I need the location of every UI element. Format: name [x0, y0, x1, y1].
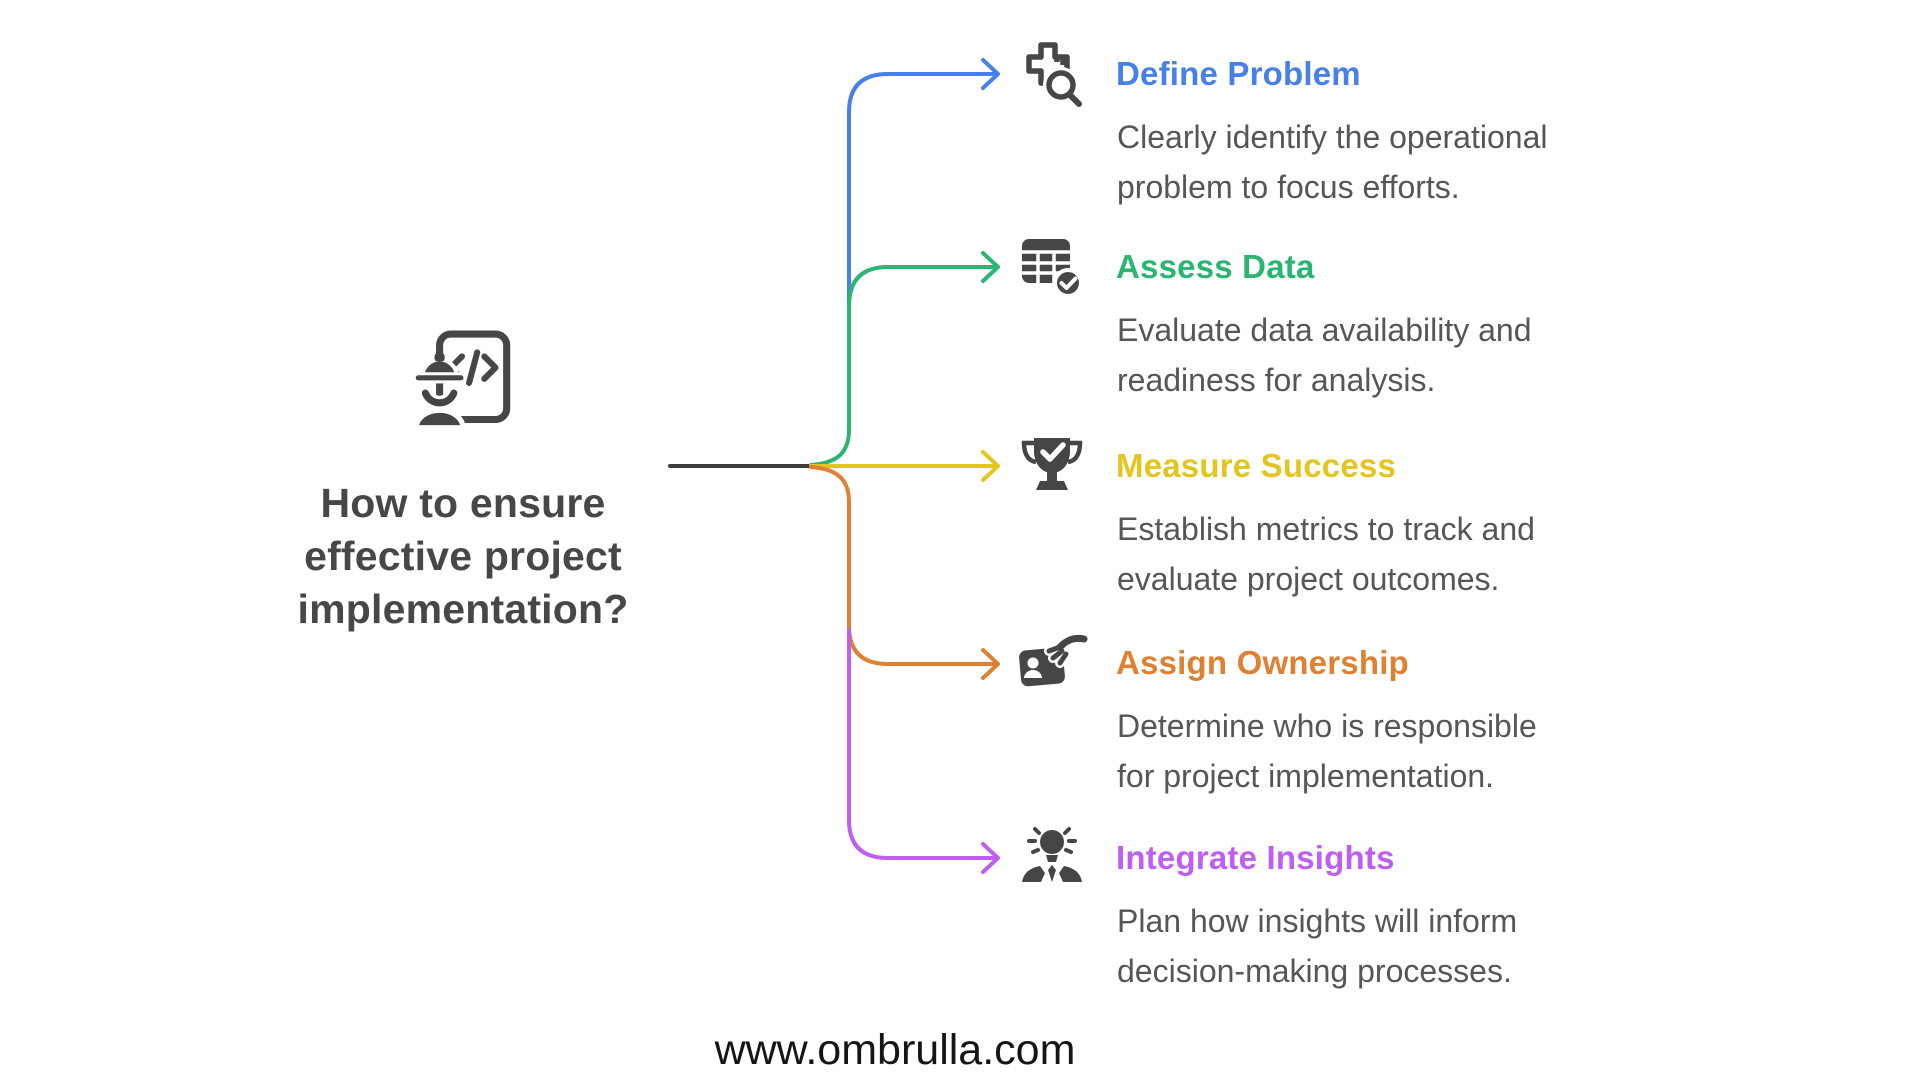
central-question-line2: effective project: [304, 533, 622, 579]
branch-description-line2: evaluate project outcomes.: [1117, 561, 1500, 597]
branch-connector-assign-ownership: [809, 465, 1000, 680]
branch-connector-assess-data: [809, 251, 1000, 467]
branch-description-line2: problem to focus efforts.: [1117, 169, 1460, 205]
trophy-check-icon: [1016, 430, 1088, 502]
branch-row-assign-ownership: Assign Ownership Determine who is respon…: [1016, 627, 1656, 827]
branch-description: Establish metrics to track and evaluate …: [1117, 504, 1535, 604]
branch-title: Measure Success: [1116, 447, 1397, 484]
idea-person-icon: [1016, 822, 1088, 894]
branch-row-assess-data: Assess Data Evaluate data availability a…: [1016, 231, 1656, 431]
branch-title: Integrate Insights: [1116, 839, 1395, 876]
search-problem-icon: [1016, 38, 1088, 111]
branch-description-line2: for project implementation.: [1117, 758, 1495, 794]
branch-description: Clearly identify the operational problem…: [1117, 112, 1547, 212]
engineer-code-document-icon: [403, 328, 525, 450]
branch-description-line2: decision-making processes.: [1117, 953, 1512, 989]
branch-description: Evaluate data availability and readiness…: [1117, 305, 1532, 405]
data-table-check-icon: [1016, 231, 1088, 303]
branch-description: Plan how insights will inform decision-m…: [1117, 896, 1517, 996]
id-badge-hand-icon: [1016, 627, 1091, 699]
branch-description: Determine who is responsible for project…: [1117, 701, 1537, 801]
branch-connector-measure-success: [809, 450, 1000, 482]
branch-title: Define Problem: [1116, 55, 1361, 92]
central-question-line1: How to ensure: [320, 480, 606, 526]
branch-connector-integrate-insights: [847, 628, 1000, 874]
branch-row-integrate-insights: Integrate Insights Plan how insights wil…: [1016, 822, 1656, 1022]
branch-connector-define-problem: [847, 58, 1000, 305]
central-question-line3: implementation?: [297, 586, 629, 632]
branch-title: Assign Ownership: [1116, 644, 1409, 681]
branch-description-line2: readiness for analysis.: [1117, 362, 1436, 398]
branch-row-measure-success: Measure Success Establish metrics to tra…: [1016, 430, 1656, 630]
branch-row-define-problem: Define Problem Clearly identify the oper…: [1016, 38, 1656, 238]
branch-title: Assess Data: [1116, 248, 1315, 285]
branch-description-line1: Determine who is responsible: [1117, 708, 1537, 744]
central-question: How to ensure effective project implemen…: [233, 477, 693, 636]
website-url: www.ombrulla.com: [714, 1026, 1076, 1074]
branch-description-line1: Evaluate data availability and: [1117, 312, 1532, 348]
branch-description-line1: Plan how insights will inform: [1117, 903, 1518, 939]
branch-description-line1: Establish metrics to track and: [1117, 511, 1535, 547]
branch-description-line1: Clearly identify the operational: [1117, 119, 1548, 155]
